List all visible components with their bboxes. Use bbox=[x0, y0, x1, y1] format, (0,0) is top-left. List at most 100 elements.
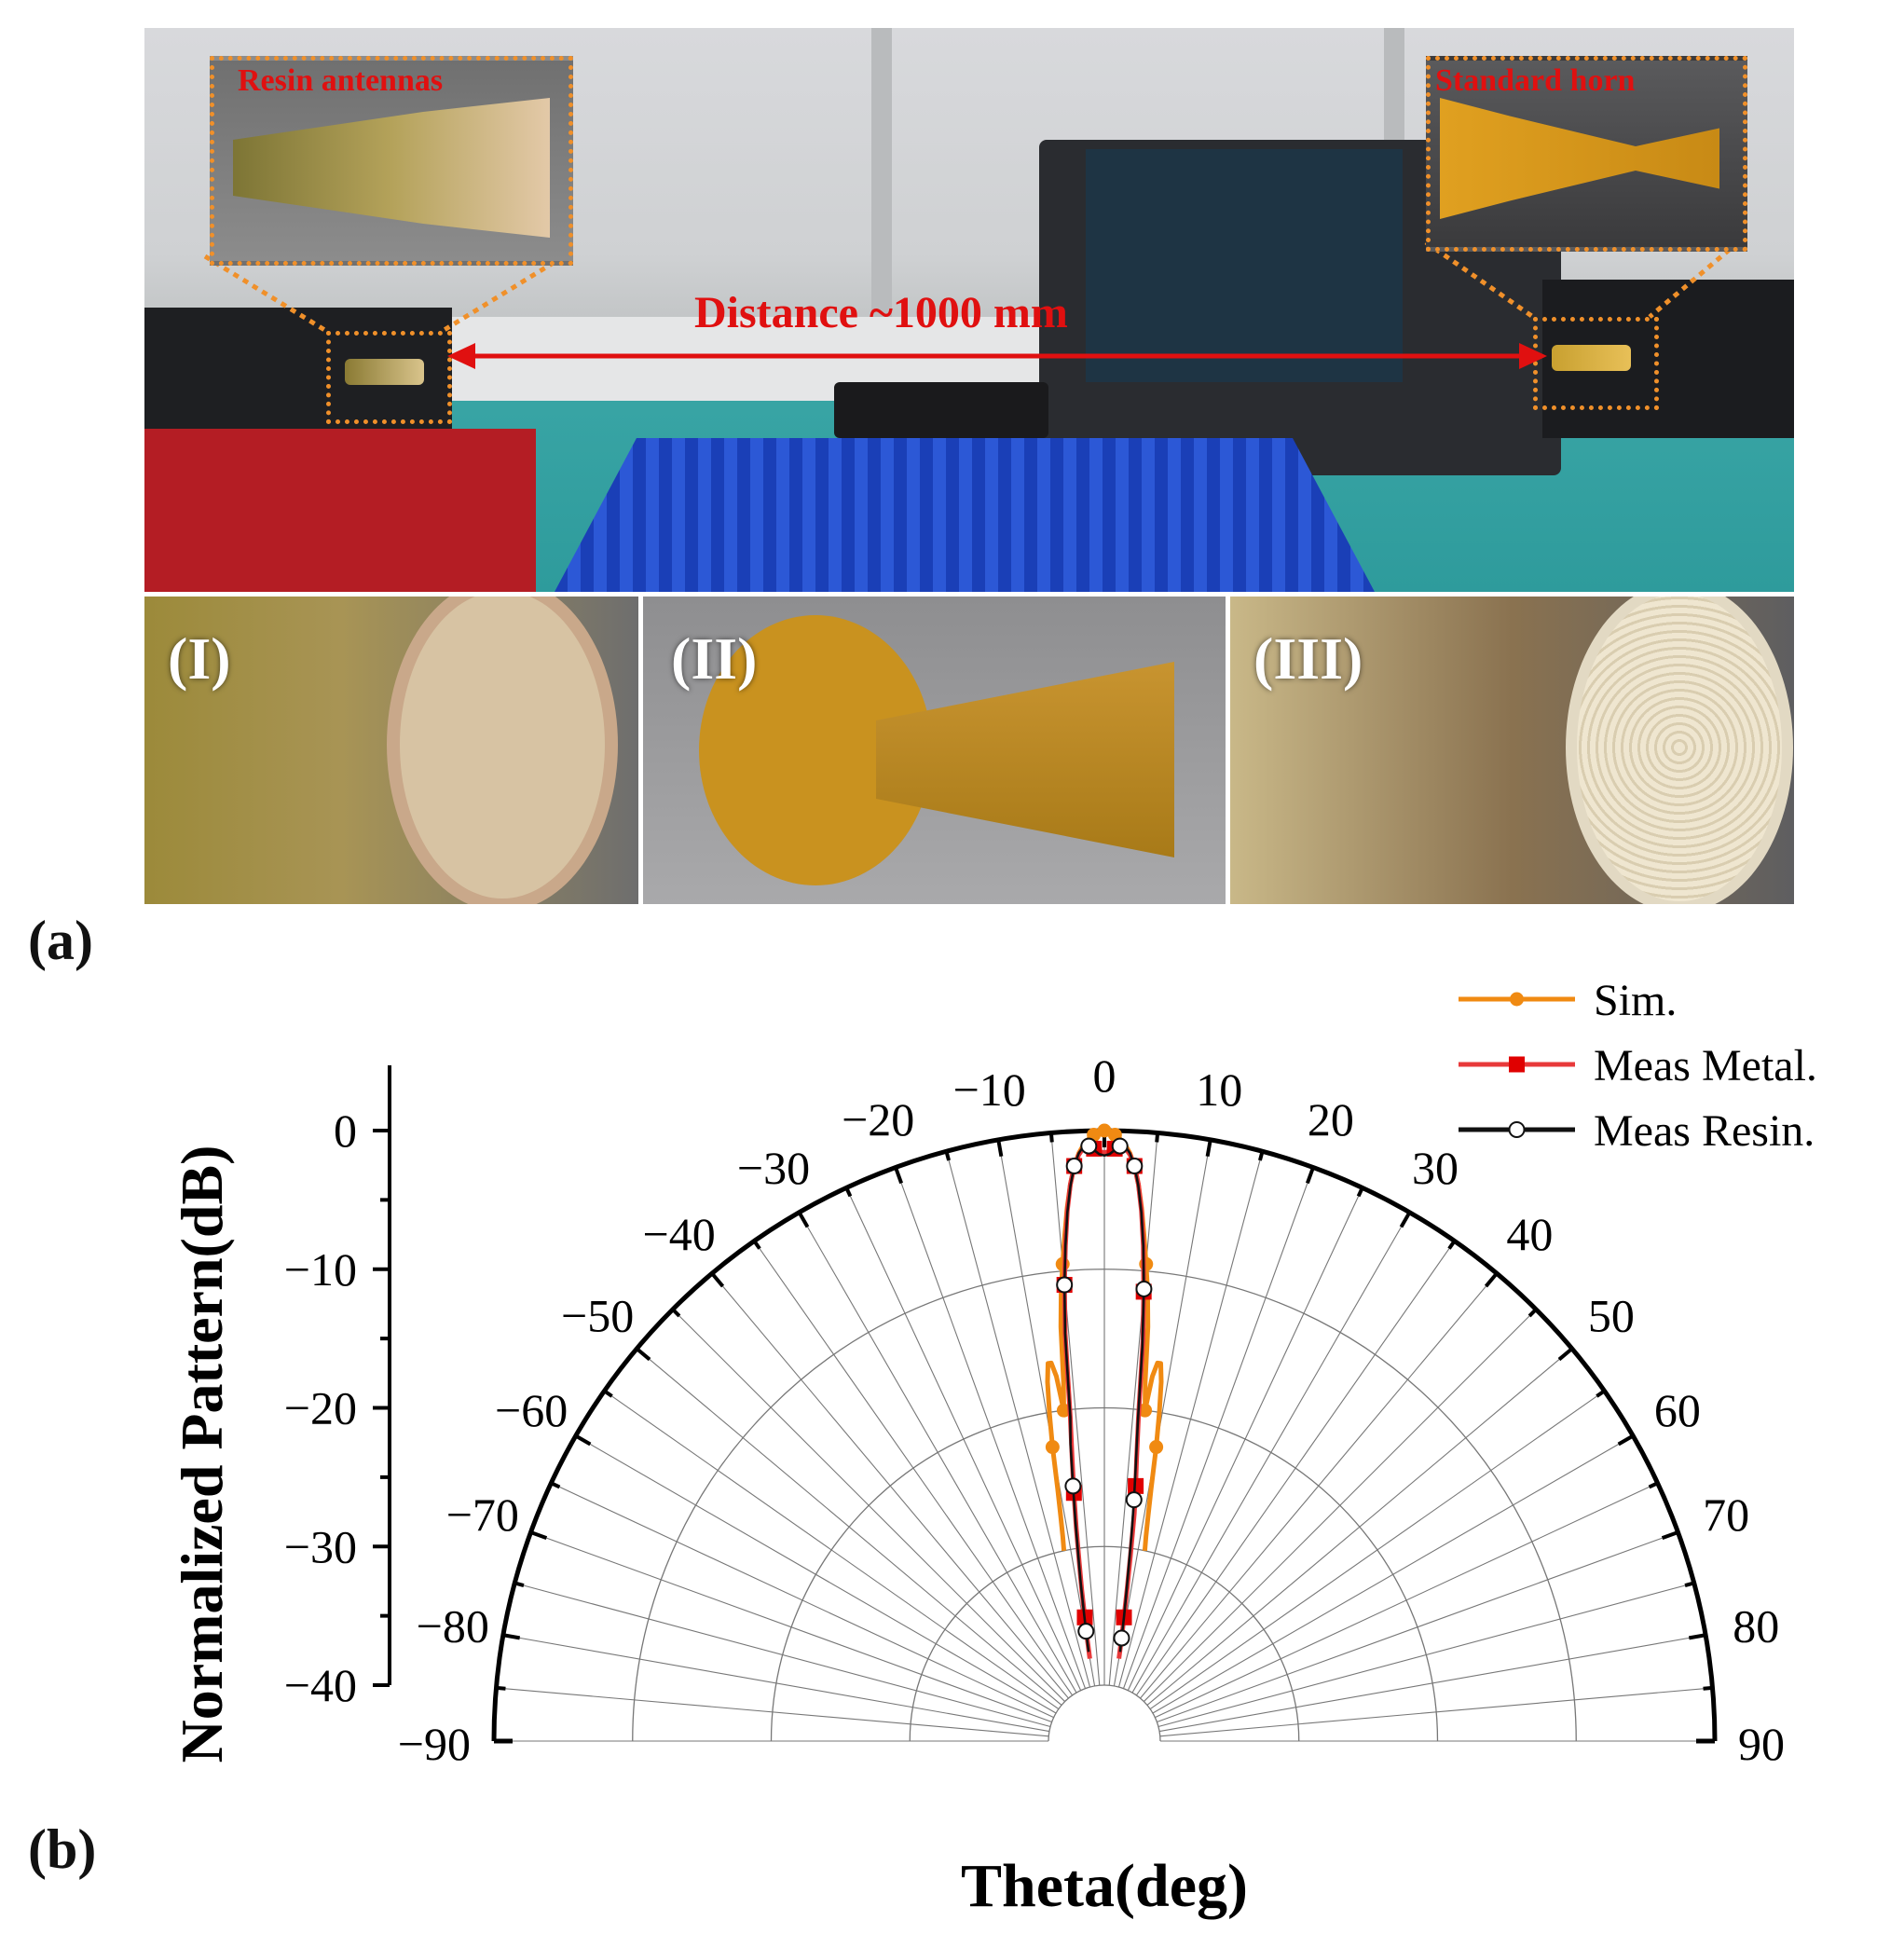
data-point-meas-resin bbox=[1077, 1623, 1095, 1640]
grid-spoke bbox=[1149, 1390, 1605, 1710]
resin-aperture bbox=[387, 597, 618, 904]
angle-tick-mark bbox=[1661, 1530, 1679, 1541]
left-antenna-callout bbox=[326, 331, 452, 424]
data-point-meas-resin bbox=[1126, 1158, 1144, 1175]
angle-tick-label: −10 bbox=[953, 1063, 1026, 1116]
angle-tick-mark bbox=[1399, 1211, 1412, 1228]
data-point-meas-resin bbox=[1508, 1121, 1526, 1138]
distance-label: Distance ~1000 mm bbox=[694, 288, 1068, 337]
resin-antenna-inset bbox=[210, 56, 573, 266]
series-meas-resin bbox=[1056, 1137, 1153, 1653]
legend-item: Meas Resin. bbox=[1459, 1106, 1815, 1156]
grid-spoke bbox=[575, 1435, 1057, 1714]
grid-spoke bbox=[1123, 1167, 1314, 1689]
angle-tick-mark bbox=[1617, 1433, 1635, 1447]
grid-spoke bbox=[496, 1687, 1049, 1737]
radial-tick-label: −40 bbox=[284, 1659, 357, 1711]
shelf-rail bbox=[871, 28, 892, 336]
grid-spoke bbox=[1144, 1309, 1537, 1702]
angle-tick-mark bbox=[752, 1240, 761, 1250]
grid-spoke bbox=[1117, 1151, 1264, 1688]
angle-tick-label: 70 bbox=[1703, 1488, 1749, 1541]
grid-spoke bbox=[1157, 1582, 1694, 1728]
angle-tick-mark bbox=[944, 1150, 951, 1161]
polar-grid bbox=[491, 1128, 1718, 1744]
power-adapter bbox=[834, 382, 1048, 438]
grid-spoke bbox=[502, 1634, 1050, 1733]
angle-tick-mark bbox=[1596, 1389, 1606, 1398]
grid-spoke bbox=[997, 1139, 1096, 1687]
angle-tick-mark bbox=[496, 1685, 506, 1691]
grid-spoke bbox=[1127, 1187, 1363, 1691]
angle-tick-label: 50 bbox=[1588, 1290, 1635, 1342]
data-point-meas-resin bbox=[1111, 1137, 1129, 1155]
angle-tick-label: −70 bbox=[446, 1488, 519, 1541]
radial-tick-label: 0 bbox=[334, 1104, 357, 1157]
angle-tick-mark bbox=[502, 1633, 521, 1640]
grid-spoke bbox=[945, 1151, 1091, 1688]
resin-antennas-label: Resin antennas bbox=[238, 63, 444, 98]
angle-tick-label: −90 bbox=[398, 1718, 471, 1770]
grid-spoke bbox=[514, 1582, 1051, 1728]
radial-tick-label: −20 bbox=[284, 1382, 357, 1434]
grid-spoke bbox=[711, 1272, 1069, 1699]
grid-circle bbox=[1048, 1684, 1161, 1742]
grid-spoke bbox=[753, 1241, 1074, 1696]
series-line bbox=[1062, 1145, 1145, 1653]
angle-tick-label: −20 bbox=[842, 1093, 914, 1145]
angle-tick-mark bbox=[1684, 1581, 1695, 1587]
angle-tick-label: 0 bbox=[1093, 1049, 1116, 1102]
closeup-photo-2 bbox=[643, 597, 1226, 904]
panel-b-label: (b) bbox=[28, 1818, 97, 1880]
angle-tick-mark bbox=[996, 1139, 1004, 1158]
closeup-label-1: (I) bbox=[168, 625, 231, 692]
angle-tick-label: −60 bbox=[495, 1384, 568, 1436]
data-point-meas-resin bbox=[1135, 1280, 1153, 1297]
grid-spoke bbox=[1159, 1687, 1713, 1737]
lab-setup-photo: Resin antennas Standard horn Distance ~1… bbox=[144, 28, 1794, 592]
analyzer-screen bbox=[1086, 149, 1403, 382]
grid-spoke bbox=[1050, 1132, 1101, 1686]
grid-spoke bbox=[1152, 1435, 1634, 1714]
angle-tick-mark bbox=[1048, 1132, 1054, 1143]
grid-spoke bbox=[636, 1348, 1062, 1706]
series-layer bbox=[1045, 1123, 1164, 1659]
angle-tick-label: −50 bbox=[561, 1290, 634, 1342]
angle-tick-mark bbox=[671, 1308, 681, 1318]
angle-tick-mark bbox=[710, 1271, 725, 1288]
angle-tick-mark bbox=[1447, 1240, 1457, 1250]
data-point-meas-metal bbox=[1509, 1056, 1525, 1073]
data-point-meas-resin bbox=[1080, 1137, 1098, 1155]
grid-spoke bbox=[895, 1167, 1086, 1689]
grid-spoke bbox=[1108, 1132, 1158, 1686]
legend-label: Meas Resin. bbox=[1594, 1106, 1815, 1156]
standard-horn-body bbox=[1440, 98, 1719, 219]
angle-tick-label: −40 bbox=[643, 1208, 716, 1260]
angle-tick-mark bbox=[1484, 1271, 1499, 1288]
angle-tick-mark bbox=[550, 1481, 561, 1489]
angle-tick-mark bbox=[1356, 1186, 1364, 1198]
angle-tick-mark bbox=[574, 1433, 592, 1447]
grid-spoke bbox=[530, 1531, 1052, 1722]
x-axis-label: Theta(deg) bbox=[961, 1852, 1248, 1920]
legend-label: Meas Metal. bbox=[1594, 1041, 1817, 1090]
angle-tick-mark bbox=[894, 1166, 904, 1185]
angle-tick-mark bbox=[1688, 1633, 1706, 1640]
angle-tick-label: −30 bbox=[737, 1142, 810, 1194]
grid-spoke bbox=[845, 1187, 1082, 1691]
grid-spoke bbox=[1158, 1634, 1706, 1733]
series-sim bbox=[1045, 1123, 1164, 1552]
angle-tick-label: 80 bbox=[1733, 1600, 1779, 1653]
distance-arrow bbox=[447, 343, 1547, 369]
standard-horn-inset bbox=[1426, 56, 1747, 252]
grid-spoke bbox=[672, 1309, 1065, 1702]
rf-absorber bbox=[555, 438, 1375, 592]
resin-antenna-small bbox=[345, 359, 424, 385]
data-point-sim bbox=[1149, 1440, 1164, 1455]
grid-spoke bbox=[551, 1482, 1054, 1719]
data-point-meas-resin bbox=[1125, 1491, 1143, 1509]
data-point-sim bbox=[1510, 992, 1524, 1007]
data-point-meas-resin bbox=[1064, 1477, 1082, 1495]
grid-spoke bbox=[1140, 1272, 1498, 1699]
